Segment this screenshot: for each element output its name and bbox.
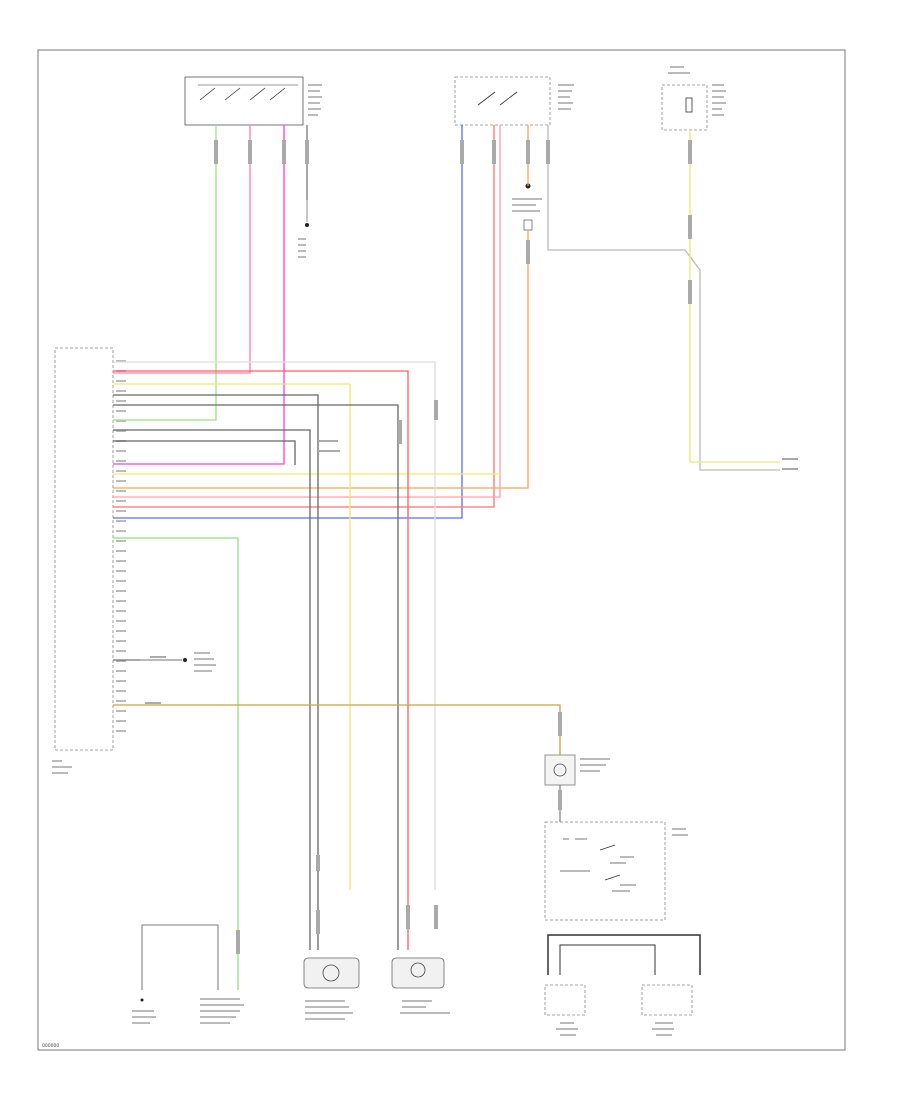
ecu-pin-tick: [116, 570, 126, 572]
junction-connector-mid: [512, 183, 542, 231]
wire-dark-gray-1: [113, 394, 319, 950]
inline-connector-right: [544, 754, 610, 786]
ecu-pin-tick: [116, 560, 126, 562]
wire-red-long: [113, 370, 409, 950]
wire-yellow-fuse: [689, 130, 780, 463]
ecu-pin-tick: [116, 490, 126, 492]
ecu-pin-tick: [116, 450, 126, 452]
switch-component-top-left: [184, 76, 322, 126]
sensor-bottom-1: [303, 957, 360, 1020]
wire-pink-2: [113, 125, 501, 498]
ecu-pin-labels: [116, 360, 126, 732]
ecu-pin-tick: [116, 420, 126, 422]
ecu-pin-tick: [116, 520, 126, 522]
ecu-pin-tick: [116, 380, 126, 382]
ecu-pin-tick: [116, 670, 126, 672]
diagram-border: [37, 49, 846, 1051]
ecu-pin-tick: [116, 700, 126, 702]
wire-olive-1: [113, 704, 561, 755]
ecu-pin-tick: [116, 530, 126, 532]
ground-symbol-top: [298, 200, 309, 258]
ecu-pin-tick: [116, 500, 126, 502]
lamps-bottom-right: [544, 934, 701, 1036]
ecu-pin-tick: [116, 680, 126, 682]
ecu-pin-tick: [116, 580, 126, 582]
wire-pink-1: [113, 125, 251, 374]
wire-light-gray-1: [113, 361, 436, 890]
switch-component-top-middle: [454, 76, 574, 126]
footer-code: 000000: [42, 1043, 59, 1049]
wire-dark-gray-2: [113, 404, 399, 950]
ecu-pin-tick: [116, 610, 126, 612]
ecu-pin-tick: [116, 390, 126, 392]
wire-red-1: [113, 125, 495, 508]
component-bottom-left: [132, 924, 244, 1024]
sensor-bottom-2: [391, 957, 450, 1014]
ecu-pin-tick: [116, 710, 126, 712]
wire-green-1: [113, 125, 217, 421]
fuse-component-top-right: [661, 66, 726, 131]
wire-gray-right: [547, 125, 780, 471]
wire-green-long: [113, 537, 239, 990]
ecu-pin-tick: [116, 600, 126, 602]
ecu-pin-tick: [116, 540, 126, 542]
ecu-pin-tick: [116, 620, 126, 622]
ecu-pin-tick: [116, 590, 126, 592]
ecu-pin-tick: [116, 410, 126, 412]
wire-magenta-1: [113, 125, 285, 465]
ecu-pin-tick: [116, 630, 126, 632]
ecu-pin-tick: [116, 650, 126, 652]
ground-symbol-ecu: [140, 652, 216, 672]
ecu-pin-tick: [116, 730, 126, 732]
ecu-connector-block: [52, 347, 114, 774]
relay-box-bottom-right: [544, 821, 688, 921]
ecu-pin-tick: [116, 550, 126, 552]
wire-code-labels: [145, 140, 798, 954]
ecu-pin-tick: [116, 360, 126, 362]
ecu-pin-tick: [116, 480, 126, 482]
ecu-pin-tick: [116, 400, 126, 402]
wires: [113, 125, 780, 990]
ecu-pin-tick: [116, 720, 126, 722]
wire-blue-1: [113, 125, 463, 519]
ecu-pin-tick: [116, 640, 126, 642]
wire-orange-2: [113, 230, 529, 489]
ecu-pin-tick: [116, 460, 126, 462]
wire-dark-gray-3: [113, 429, 311, 950]
ecu-pin-tick: [116, 690, 126, 692]
ecu-pin-tick: [116, 660, 126, 662]
ecu-pin-tick: [116, 510, 126, 512]
ecu-pin-tick: [116, 470, 126, 472]
wire-dark-gray-4: [113, 440, 296, 465]
ecu-pin-tick: [116, 430, 126, 432]
wire-yellow-1: [113, 383, 351, 890]
